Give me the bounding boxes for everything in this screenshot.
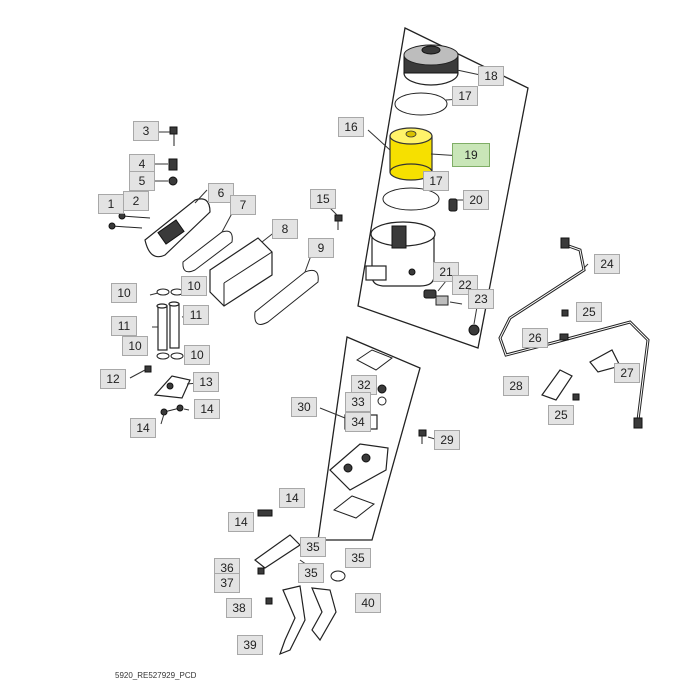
bracket-36-part xyxy=(254,534,301,569)
callout-35-a[interactable]: 35 xyxy=(300,537,326,557)
callout-3[interactable]: 3 xyxy=(133,121,159,141)
callout-27[interactable]: 27 xyxy=(614,363,640,383)
o-ring-upper-part xyxy=(394,92,448,116)
callout-37[interactable]: 37 xyxy=(214,573,240,593)
gasket-7-part xyxy=(182,230,233,273)
callout-17-b[interactable]: 17 xyxy=(423,171,449,191)
callout-5[interactable]: 5 xyxy=(129,171,155,191)
plug-part xyxy=(423,289,437,299)
spring-part xyxy=(448,198,458,212)
drawing-id-caption: 5920_RE527929_PCD xyxy=(115,671,197,680)
callout-25-a[interactable]: 25 xyxy=(576,302,602,322)
spring-4-part xyxy=(168,158,178,171)
callout-10-c[interactable]: 10 xyxy=(122,336,148,356)
fitting-end-part xyxy=(633,417,643,429)
callout-11-b[interactable]: 11 xyxy=(183,305,209,325)
valve-spring-part xyxy=(435,295,449,306)
bolt-25a-part xyxy=(561,309,569,317)
o-ring-33-part xyxy=(377,396,387,406)
ball-5-part xyxy=(168,176,178,186)
callout-1[interactable]: 1 xyxy=(98,194,124,214)
gasket-lower-part xyxy=(332,495,376,519)
callout-23[interactable]: 23 xyxy=(468,289,494,309)
callout-12[interactable]: 12 xyxy=(100,369,126,389)
bolt-37-part xyxy=(257,567,265,575)
plug-32-part xyxy=(377,384,387,394)
callout-10-b[interactable]: 10 xyxy=(181,276,207,296)
bolt-25b-part xyxy=(572,393,580,401)
callout-25-b[interactable]: 25 xyxy=(548,405,574,425)
gasket-9-part xyxy=(254,269,319,325)
tubes-11-part xyxy=(156,301,180,351)
adapter-13-part xyxy=(153,375,191,399)
callout-10-a[interactable]: 10 xyxy=(111,283,137,303)
callout-8[interactable]: 8 xyxy=(272,219,298,239)
callout-20[interactable]: 20 xyxy=(463,190,489,210)
o-ring-lower-part xyxy=(382,187,440,211)
callout-14-c[interactable]: 14 xyxy=(279,488,305,508)
callout-16[interactable]: 16 xyxy=(338,117,364,137)
bolt-15-part xyxy=(334,214,343,230)
o-ring-35-part xyxy=(330,570,346,582)
callout-10-d[interactable]: 10 xyxy=(184,345,210,365)
callout-18[interactable]: 18 xyxy=(478,66,504,86)
clamp-26-part xyxy=(559,333,569,341)
callout-40[interactable]: 40 xyxy=(355,593,381,613)
callout-30[interactable]: 30 xyxy=(291,397,317,417)
seal-plug-part xyxy=(468,324,480,336)
callout-11-a[interactable]: 11 xyxy=(111,316,137,336)
gasket-upper-part xyxy=(356,349,394,371)
callout-13[interactable]: 13 xyxy=(193,372,219,392)
callout-2[interactable]: 2 xyxy=(123,191,149,211)
callout-34[interactable]: 34 xyxy=(345,412,371,432)
callout-9[interactable]: 9 xyxy=(308,238,334,258)
callout-7[interactable]: 7 xyxy=(230,195,256,215)
callout-38[interactable]: 38 xyxy=(226,598,252,618)
callout-26[interactable]: 26 xyxy=(522,328,548,348)
bracket-28-part xyxy=(541,369,573,401)
callout-15[interactable]: 15 xyxy=(310,189,336,209)
cover-6-part xyxy=(144,198,211,258)
filter-cap-part xyxy=(403,44,459,86)
screws-14-part xyxy=(160,404,184,416)
callout-35-c[interactable]: 35 xyxy=(298,563,324,583)
callout-6[interactable]: 6 xyxy=(208,183,234,203)
cooler-core-8-part xyxy=(209,237,273,307)
valve-assembly-frame xyxy=(317,336,421,541)
callout-14-b[interactable]: 14 xyxy=(130,418,156,438)
bolt-38-part xyxy=(265,597,273,605)
callout-19[interactable]: 19 xyxy=(452,143,490,167)
callout-14-d[interactable]: 14 xyxy=(228,512,254,532)
callout-29[interactable]: 29 xyxy=(434,430,460,450)
callout-35-b[interactable]: 35 xyxy=(345,548,371,568)
callout-24[interactable]: 24 xyxy=(594,254,620,274)
screw-3-part xyxy=(169,126,178,146)
bolt-29-part xyxy=(418,429,427,444)
valve-body-30-part xyxy=(329,443,389,491)
callout-28[interactable]: 28 xyxy=(503,376,529,396)
bolts-1-2-part xyxy=(108,212,151,230)
fittings-14-part xyxy=(257,509,273,517)
fitting-24-part xyxy=(560,237,570,249)
callout-39[interactable]: 39 xyxy=(237,635,263,655)
callout-14-a[interactable]: 14 xyxy=(194,399,220,419)
callout-32[interactable]: 32 xyxy=(351,375,377,395)
hose-40-part xyxy=(311,587,337,642)
callout-17-a[interactable]: 17 xyxy=(452,86,478,106)
callout-33[interactable]: 33 xyxy=(345,392,371,412)
bolt-12-part xyxy=(144,365,152,373)
filter-housing-part xyxy=(365,221,436,287)
hose-39-part xyxy=(278,585,306,656)
